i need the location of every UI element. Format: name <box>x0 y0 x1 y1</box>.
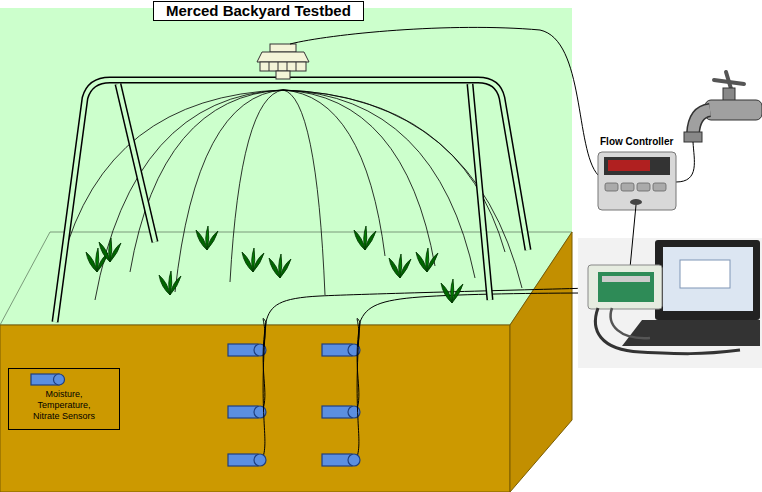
faucet-body <box>705 100 762 120</box>
laptop-lid <box>655 240 760 320</box>
plant-leaf <box>252 248 255 272</box>
sprinkler-nozzle <box>276 71 290 79</box>
frame-inner <box>470 84 490 300</box>
faucet-wire <box>676 142 694 182</box>
faucet-spout-fill <box>693 110 710 134</box>
ground-side-face <box>510 232 572 492</box>
sensor-cable <box>360 293 592 322</box>
controller-button <box>621 183 634 191</box>
plant-leaf <box>169 271 172 295</box>
plant <box>99 238 121 262</box>
controller-readout <box>608 160 650 171</box>
ground-front-face <box>0 325 510 492</box>
sky-panel <box>0 8 572 326</box>
frame-inner <box>55 80 528 322</box>
plant <box>416 248 438 272</box>
controller-button <box>653 183 666 191</box>
plant <box>354 226 376 250</box>
laptop-window <box>680 260 730 288</box>
plant <box>389 254 411 278</box>
daq-terminal <box>602 276 650 282</box>
legend-item: Moisture, Temperature, Nitrate Sensors <box>9 369 119 422</box>
plant-leaf <box>109 238 112 262</box>
plant <box>242 248 264 272</box>
sensor-cap <box>254 454 266 466</box>
spray-line <box>230 90 283 282</box>
faucet-nozzle <box>684 132 702 142</box>
spray-line <box>130 90 283 272</box>
frame-outline <box>55 80 528 322</box>
plant-leaf <box>364 226 367 250</box>
sprinkler-base <box>260 62 306 71</box>
controller-button <box>637 183 650 191</box>
plant-leaf <box>96 248 99 272</box>
legend-box: Moisture, Temperature, Nitrate Sensors <box>8 368 120 430</box>
spray-line <box>175 90 283 292</box>
legend-label: Moisture, Temperature, Nitrate Sensors <box>28 389 100 422</box>
photo-ground <box>578 238 762 368</box>
plant <box>196 226 218 250</box>
daq-cable <box>611 308 650 338</box>
spray-line <box>283 90 475 278</box>
sprinkler-top <box>270 44 296 52</box>
sensor-wire <box>262 322 266 460</box>
controller-port <box>630 199 642 205</box>
plant <box>441 279 463 303</box>
sensor-wire <box>356 322 360 460</box>
daq-board <box>598 272 654 302</box>
controller-case <box>598 152 676 210</box>
plant <box>269 254 291 278</box>
spray-line <box>62 90 283 262</box>
sprinkler-rib <box>278 62 279 71</box>
plant-leaf <box>399 254 402 278</box>
spray-line <box>283 90 435 266</box>
frame-outline <box>470 84 490 300</box>
controller-button <box>605 183 618 191</box>
plant <box>159 271 181 295</box>
sprinkler-rib <box>269 62 270 71</box>
control-wire <box>290 27 598 175</box>
controller-display <box>604 157 670 175</box>
controller-data-wire <box>630 205 636 268</box>
faucet-spout <box>693 110 710 134</box>
sensor-cable <box>266 288 592 322</box>
diagram-title: Merced Backyard Testbed <box>153 1 364 21</box>
plant-leaf <box>279 254 282 278</box>
frame-inner <box>118 84 155 242</box>
daq-cable <box>595 308 740 354</box>
sprinkler-rib <box>296 62 297 71</box>
laptop-screen <box>663 247 753 311</box>
spray-line <box>283 90 385 256</box>
device-name: Flow Controller <box>598 136 675 148</box>
daq-case <box>588 265 662 309</box>
sprinkler-rib <box>287 62 288 71</box>
plant-leaf <box>206 226 209 250</box>
sensor-icon-cap <box>54 374 65 385</box>
sprinkler-body <box>257 52 309 62</box>
laptop-base <box>622 320 760 346</box>
plant-leaf <box>451 279 454 303</box>
device-label: Flow Controller <box>598 136 675 148</box>
plant-leaf <box>426 248 429 272</box>
frame-outline <box>118 84 155 242</box>
sensor-icon <box>9 369 119 389</box>
sensor-cap <box>348 454 360 466</box>
